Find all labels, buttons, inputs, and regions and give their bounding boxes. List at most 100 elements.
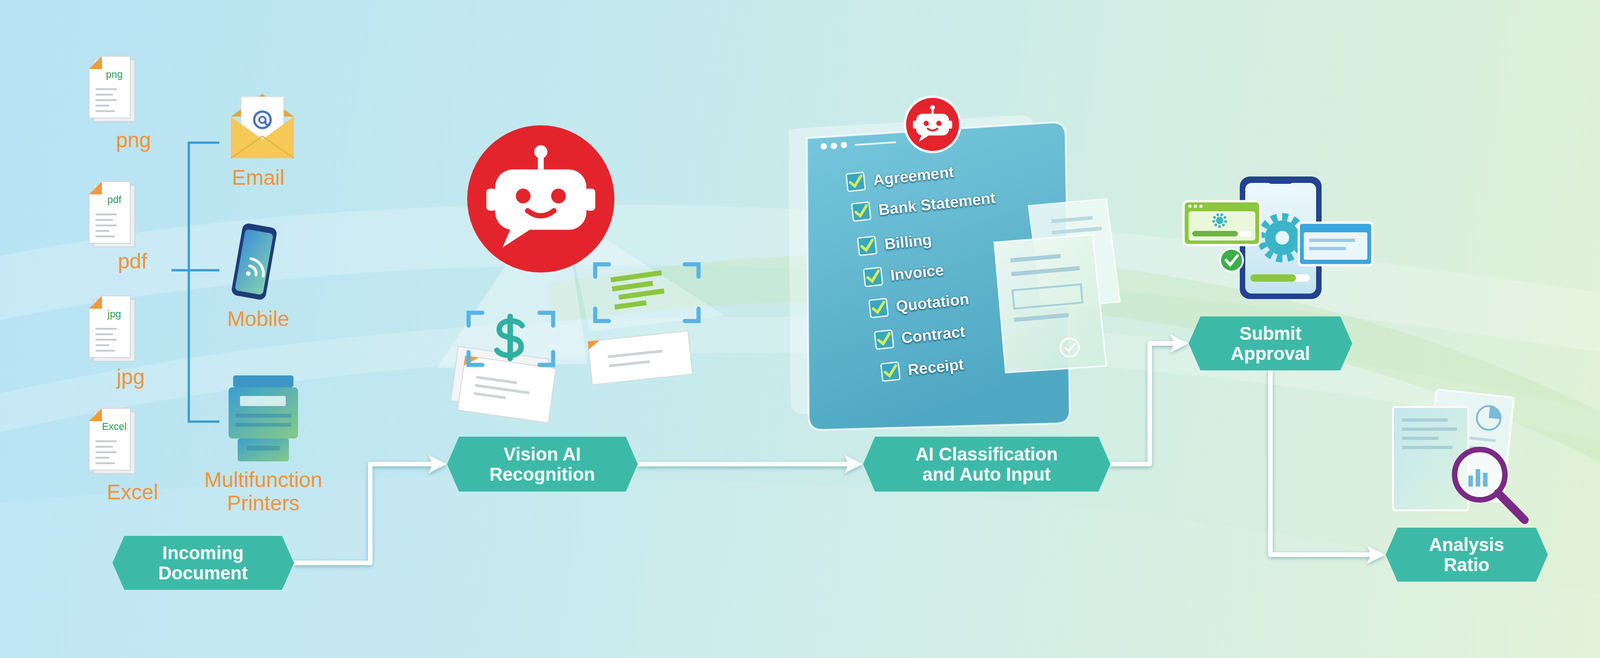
approval-illustration-part [1261, 216, 1304, 259]
approval-illustration-part [1298, 222, 1373, 266]
step-label: Incoming Document [143, 542, 263, 583]
approval-illustration-part [1309, 246, 1346, 251]
check-mark [872, 301, 886, 313]
checklist-panel-shape-part [840, 141, 848, 149]
analysis-illustration-part-part [1475, 404, 1502, 431]
check-mark [884, 365, 897, 376]
step-label: Analysis Ratio [1416, 534, 1517, 575]
approval-illustration-part [1213, 214, 1226, 227]
vision-illustration [436, 125, 725, 423]
approval-illustration-part [1303, 232, 1368, 260]
document-type: Receipt [906, 354, 965, 379]
vision-illustration-part [571, 237, 725, 332]
checkbox-box [857, 236, 877, 256]
step-label: Submit Approval [1215, 323, 1326, 364]
document-sheets [994, 198, 1120, 373]
channel-bracket [171, 142, 220, 422]
channel-label: Multifunction Printers [204, 467, 323, 515]
file-type-label: pdf [117, 249, 148, 273]
file-icons-part [89, 181, 135, 247]
approval-illustration-part [1194, 204, 1198, 208]
document-sheets-part [1060, 338, 1079, 357]
channel-label: Email [231, 165, 285, 190]
document-sheets-part [1012, 284, 1083, 309]
checkbox-box [863, 267, 883, 287]
step-label: AI Classification and Auto Input [899, 443, 1074, 485]
analysis-illustration-part [1482, 472, 1488, 487]
mobile-icon-part [234, 229, 274, 296]
document-sheets-part [1010, 253, 1061, 263]
approval-illustration-part [1268, 179, 1293, 184]
badge-fill [1188, 316, 1353, 371]
email-icon-part [259, 116, 266, 123]
checkbox-icon [844, 170, 867, 193]
checkbox-box [846, 172, 866, 192]
approval-illustration-part [1192, 230, 1252, 237]
checklist-row: Receipt [879, 352, 965, 384]
file-type-tag: jpg [107, 308, 121, 320]
vision-illustration-part-part [474, 384, 530, 395]
email-icon-part [254, 111, 271, 128]
analysis-illustration-part [1498, 492, 1525, 520]
analysis-illustration-part [1402, 418, 1448, 422]
checkbox-icon [879, 360, 902, 383]
approval-illustration-part [1183, 201, 1261, 246]
approval-illustration-part [1309, 238, 1355, 242]
analysis-illustration-part-part [1488, 405, 1503, 420]
document-sheets-part [994, 234, 1107, 373]
checkbox-icon [873, 328, 896, 351]
file-type-tag: png [106, 68, 123, 80]
file-type-tag: pdf [107, 194, 122, 206]
channel-label: Mobile [227, 307, 290, 331]
badge-fill [112, 535, 294, 590]
vision-illustration-part [610, 270, 666, 310]
analysis-illustration-part [1402, 436, 1439, 440]
badge-fill [863, 436, 1111, 492]
checklist-panel: AgreementBank StatementBillingInvoiceQuo… [795, 155, 1071, 412]
file-type-label: jpg [116, 365, 145, 389]
approval-illustration-part [1250, 274, 1310, 282]
document-type: Contract [900, 322, 966, 347]
vision-illustration-part-part [468, 312, 483, 326]
checkbox-box [851, 202, 871, 222]
printer-icon-part [240, 395, 286, 406]
file-type-tag: pdf [107, 193, 122, 206]
vision-illustration-part-part [684, 308, 699, 321]
channel-label: Multifunction Printers [185, 468, 342, 515]
vision-illustration-part-part [587, 340, 601, 350]
channel-bracket-part [188, 142, 220, 422]
vision-illustration-part-part [607, 349, 663, 359]
approval-illustration-part [1226, 255, 1238, 265]
printer-icon-part [235, 413, 292, 418]
vision-illustration-part-part [496, 320, 523, 356]
step-badge: Submit Approval [1188, 316, 1353, 371]
file-type-label: jpg [116, 364, 145, 389]
vision-illustration-part [467, 125, 615, 273]
mobile-icon-part [248, 265, 258, 275]
channel-bracket-part [171, 269, 220, 272]
file-type-tag: Excel [101, 420, 127, 432]
vision-illustration-part-part [587, 330, 693, 385]
approval-illustration-part [1188, 211, 1256, 241]
mobile-icon-part [230, 222, 278, 301]
checklist-row: Invoice [861, 258, 945, 289]
vision-illustration-part [496, 316, 523, 359]
printer-icon-part [246, 445, 280, 451]
badge-fill [1385, 527, 1548, 582]
document-type: Bank Statement [877, 188, 997, 219]
document-sheets-part [1051, 215, 1093, 224]
approval-illustration-part [1216, 216, 1224, 224]
printer-icon-part [233, 375, 294, 388]
checkbox-icon [862, 266, 885, 288]
check-mark [861, 239, 874, 251]
flow-arrow [1270, 370, 1372, 555]
approval-illustration-part [1192, 230, 1238, 237]
badge-fill [447, 436, 638, 492]
checklist-row: Agreement [844, 160, 955, 194]
checklist-panel-shape-part [830, 142, 838, 150]
checklist-row: Contract [872, 320, 966, 352]
check-mark [849, 175, 863, 187]
analysis-illustration-part [1402, 427, 1457, 431]
